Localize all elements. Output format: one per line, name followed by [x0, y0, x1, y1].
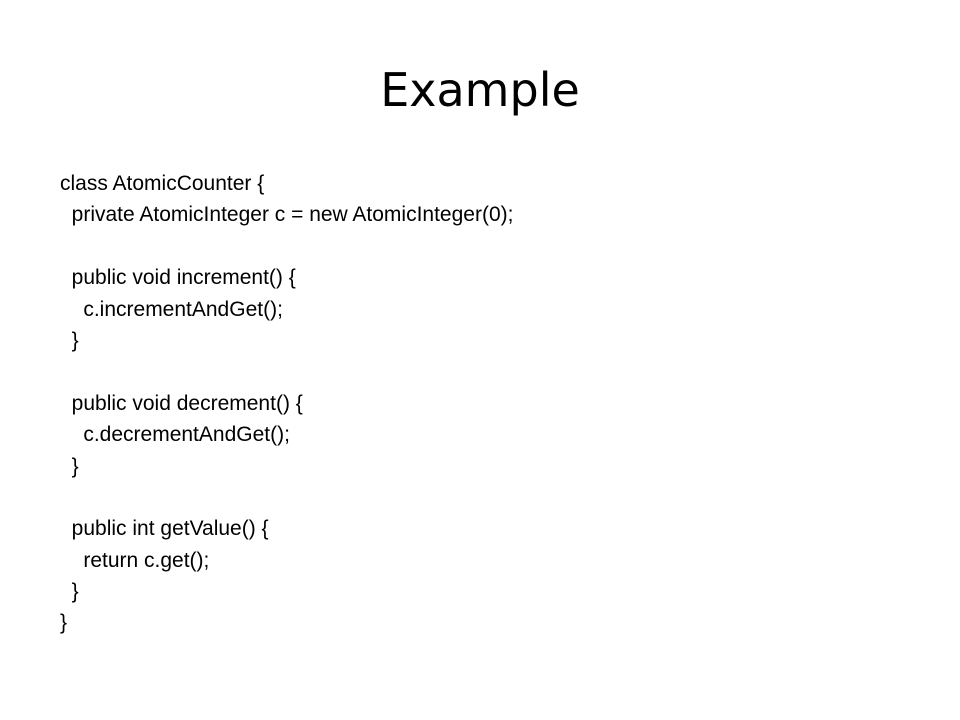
code-line: class AtomicCounter {: [60, 172, 265, 195]
code-block: class AtomicCounter { private AtomicInte…: [60, 168, 920, 639]
code-line: public void increment() {: [60, 266, 296, 290]
code-line: }: [60, 454, 79, 478]
code-line: }: [60, 580, 79, 604]
slide-title: Example: [380, 63, 580, 117]
code-line: c.decrementAndGet();: [60, 423, 290, 447]
code-line: public void decrement() {: [60, 391, 303, 415]
code-line: }: [60, 328, 79, 352]
code-line: }: [60, 611, 68, 635]
code-line: [60, 356, 920, 387]
code-line: [60, 231, 920, 262]
code-line: public int getValue() {: [60, 517, 269, 541]
code-line: c.incrementAndGet();: [60, 297, 283, 321]
code-line: return c.get();: [60, 548, 210, 572]
code-line: [60, 482, 920, 513]
code-line: private AtomicInteger c = new AtomicInte…: [60, 203, 514, 227]
